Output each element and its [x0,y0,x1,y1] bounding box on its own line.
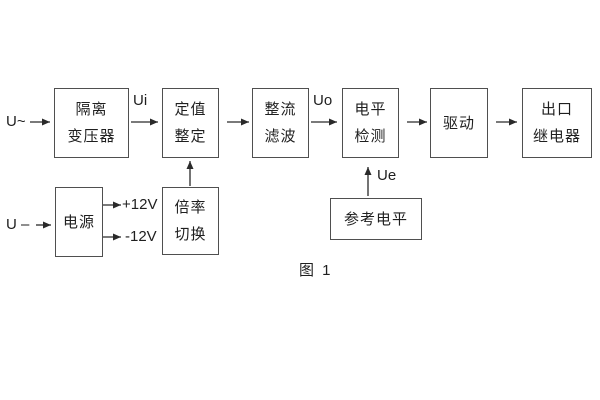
block-label: 定值 [174,101,207,118]
block-label: 倍率 [174,199,207,216]
label-ue: Ue [377,167,397,184]
block-label: 电源 [62,213,95,231]
block-label: 驱动 [442,114,475,132]
block-ratio-switch: 倍率 切换 [162,187,219,255]
label-plus-12v: +12V [122,196,158,213]
label-uo: Uo [313,92,333,109]
block-label: 电平 [354,101,387,118]
block-isolation-transformer: 隔离 变压器 [54,88,129,158]
block-rectify-filter: 整流 滤波 [252,88,309,158]
block-drive: 驱动 [430,88,488,158]
label-minus-12v: -12V [125,228,157,245]
block-label: 滤波 [264,128,297,145]
block-label: 变压器 [67,128,116,145]
block-reference-level: 参考电平 [330,198,422,240]
block-output-relay: 出口 继电器 [522,88,592,158]
block-label: 出口 [540,101,573,118]
figure-caption: 图 1 [299,262,333,279]
block-label: 切换 [174,226,207,243]
block-label: 整流 [264,101,297,118]
block-label: 检测 [354,128,387,145]
label-dc-input: U – [6,216,30,233]
label-ac-input: U~ [6,113,26,130]
label-ui: Ui [133,92,148,109]
block-value-setting: 定值 整定 [162,88,219,158]
block-label: 参考电平 [343,210,408,228]
block-level-detect: 电平 检测 [342,88,399,158]
block-label: 隔离 [75,101,108,118]
block-label: 整定 [174,128,207,145]
block-power-supply: 电源 [55,187,103,257]
block-label: 继电器 [532,128,581,145]
